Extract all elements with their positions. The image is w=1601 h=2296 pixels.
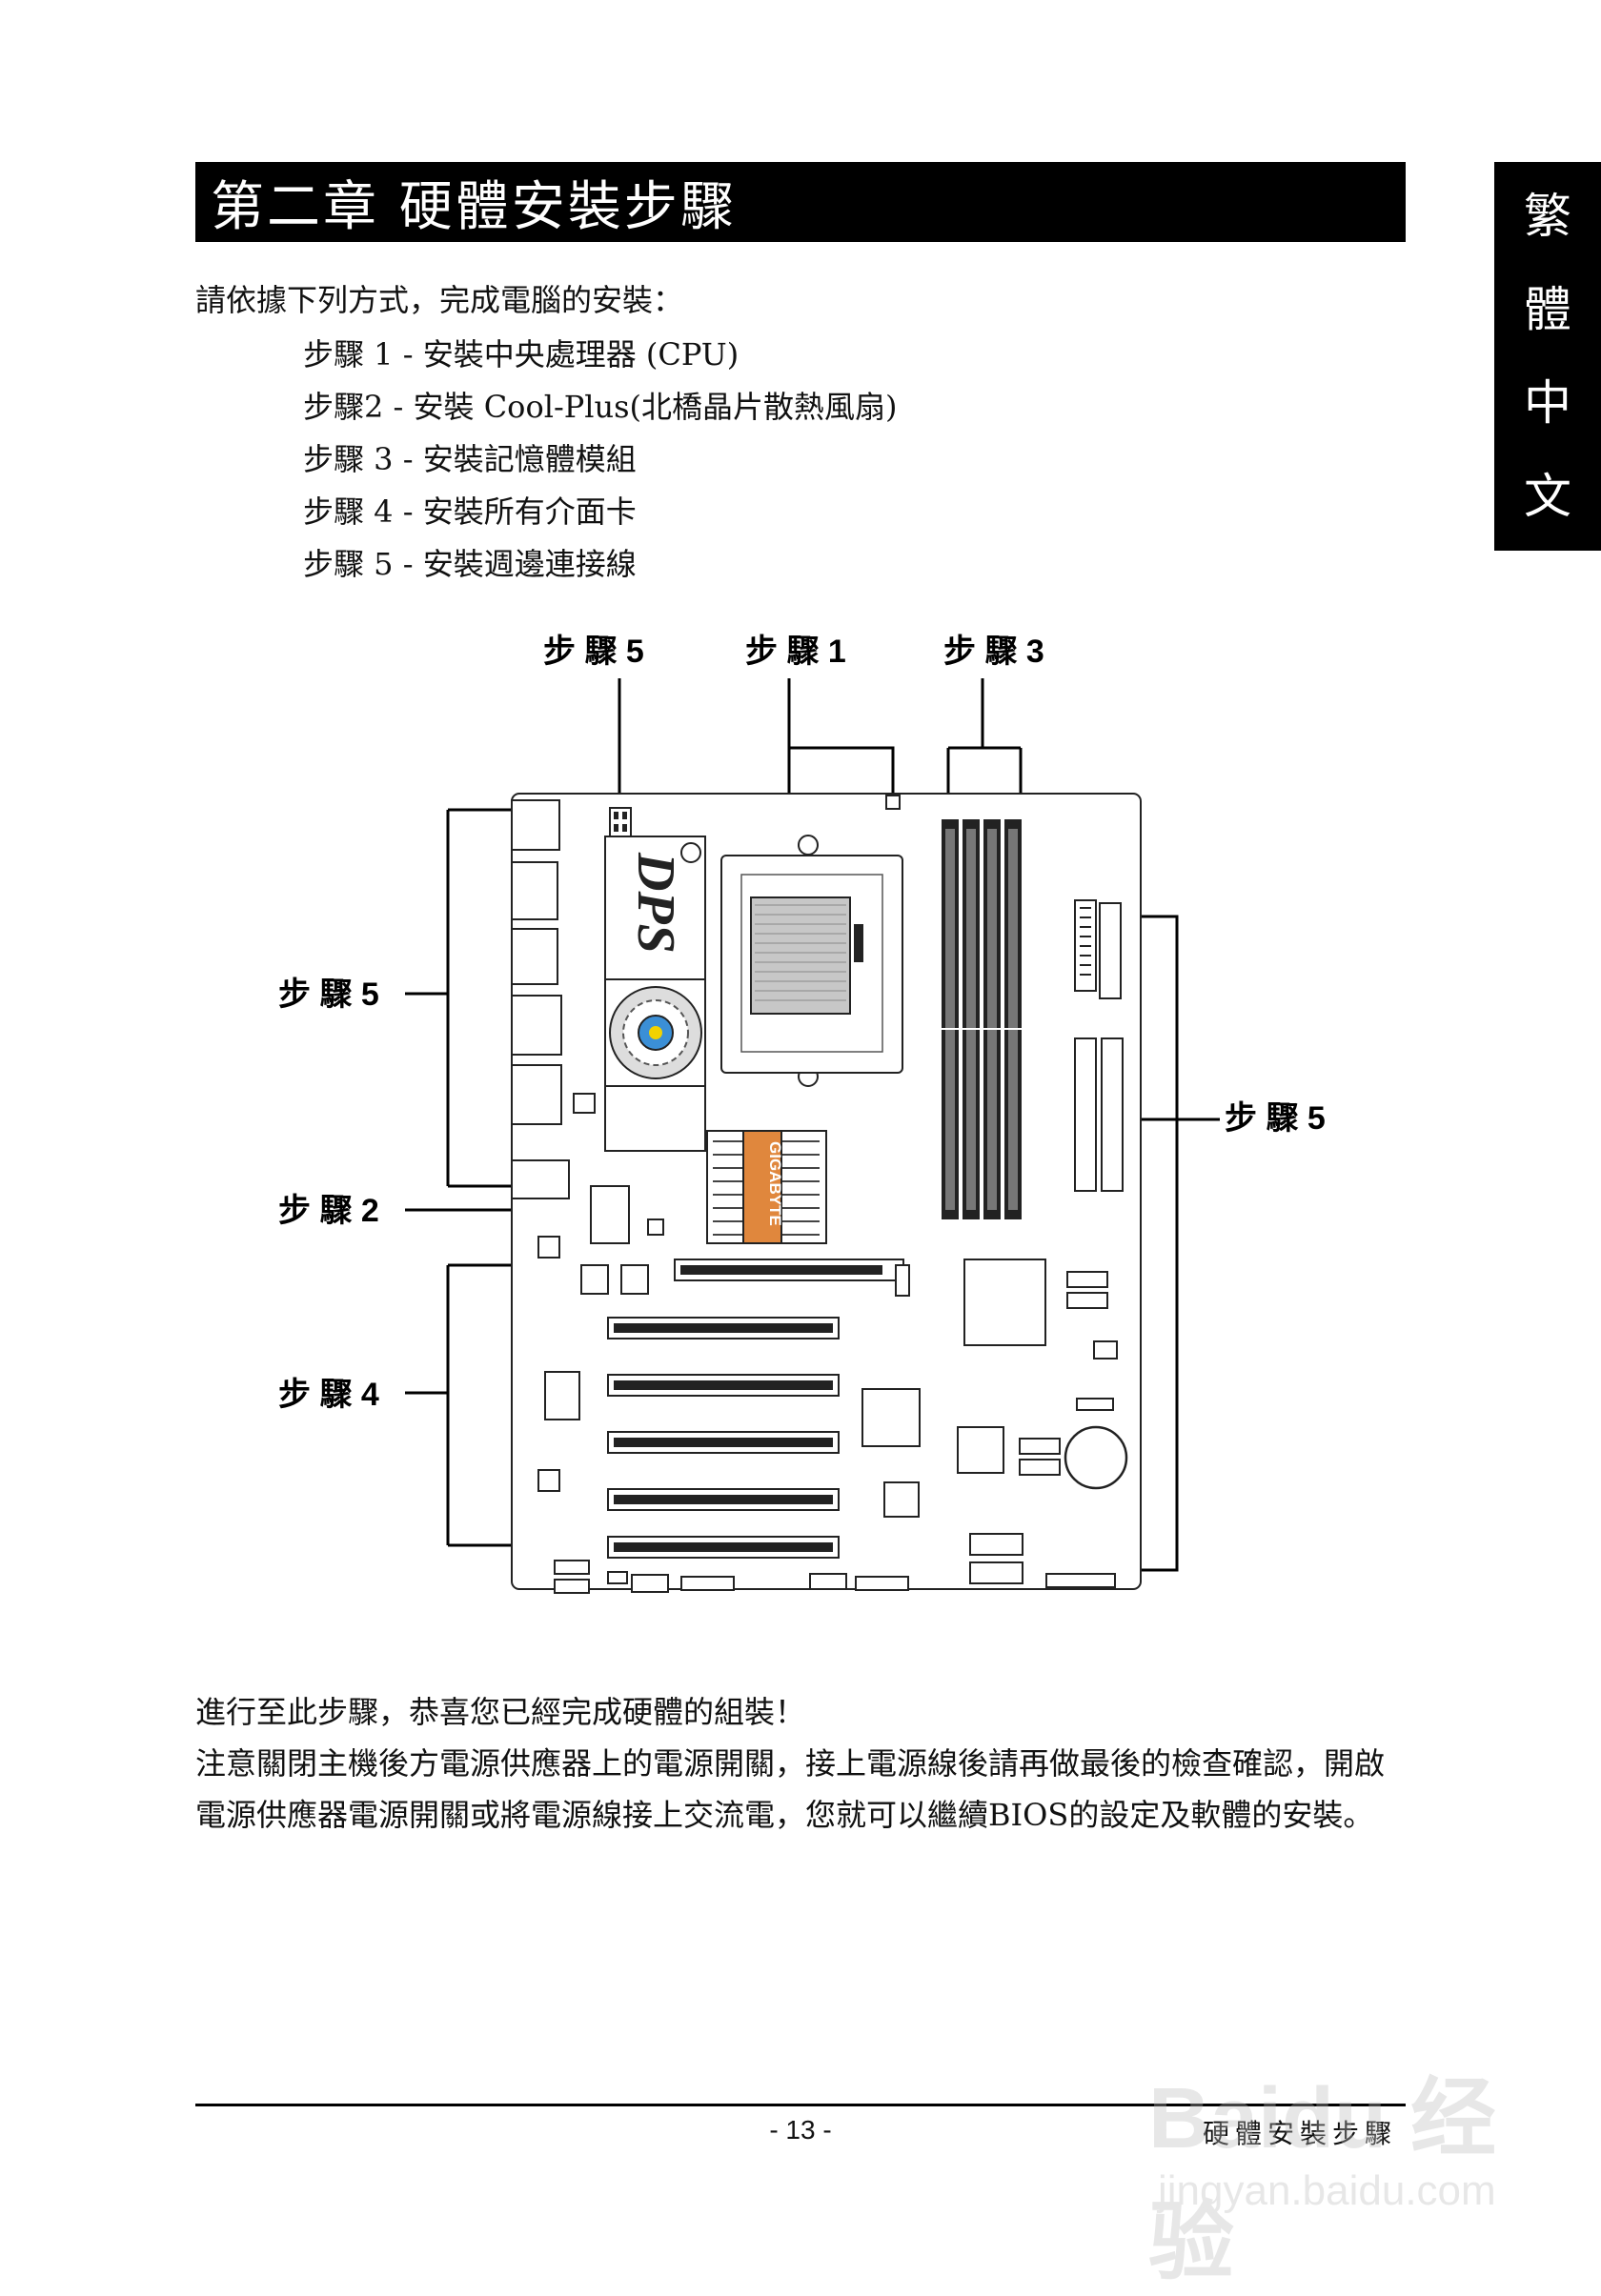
callout-top-step1: 步 驟 1 <box>745 634 846 670</box>
power-instructions: 注意關閉主機後方電源供應器上的電源開關，接上電源線後請再做最後的檢查確認，開啟電… <box>195 1745 1386 1833</box>
io-panel <box>511 799 570 1199</box>
callout-left-step5: 步 驟 5 <box>278 977 379 1013</box>
completion-notes: 進行至此步驟，恭喜您已經完成硬體的組裝！ 注意關閉主機後方電源供應器上的電源開關… <box>195 1686 1406 1841</box>
cpu-socket <box>680 835 903 1087</box>
page-number: - 13 - <box>769 2115 832 2145</box>
language-side-tab: 繁 體 中 文 <box>1494 162 1601 551</box>
chapter-title: 第二章 硬體安裝步驟 <box>211 175 737 238</box>
dps-fan <box>604 978 706 1087</box>
fan-header <box>885 795 901 810</box>
callout-right-step5: 步 驟 5 <box>1225 1100 1326 1137</box>
callout-top-step3: 步 驟 3 <box>943 634 1044 670</box>
watermark-main: Baidu 经验 <box>1148 2071 1497 2290</box>
side-tab-char: 繁 <box>1524 189 1571 244</box>
intro-text: 請依據下列方式，完成電腦的安裝： <box>195 282 684 318</box>
footer-section-title: 硬體安裝步驟 <box>1203 2118 1398 2149</box>
bios-battery <box>1064 1425 1128 1490</box>
pci-slots <box>607 1317 840 1559</box>
step-item: 步驟 5 - 安裝週邊連接線 <box>303 546 637 582</box>
side-tab-char: 中 <box>1524 375 1571 431</box>
step-item: 步驟 3 - 安裝記憶體模組 <box>303 441 637 477</box>
callout-top-step5: 步 驟 5 <box>543 634 644 670</box>
step-list: 步驟 1 - 安裝中央處理器 (CPU) 步驟2 - 安裝 Cool-Plus(… <box>303 329 898 591</box>
northbridge-cooler: GIGABYTE <box>706 1130 827 1244</box>
chapter-header: 第二章 硬體安裝步驟 <box>195 162 1406 242</box>
side-tab-char: 文 <box>1524 469 1571 524</box>
chipset-label: GIGABYTE <box>766 1141 784 1226</box>
memory-slots <box>942 819 1022 1219</box>
cpu-power-connector <box>609 807 632 837</box>
ide-connectors <box>1074 1037 1124 1192</box>
callout-left-step2: 步 驟 2 <box>278 1193 379 1229</box>
step-item: 步驟2 - 安裝 Cool-Plus(北橋晶片散熱風扇) <box>303 389 898 425</box>
callout-left-step4: 步 驟 4 <box>278 1377 379 1413</box>
agp-slot <box>674 1259 910 1297</box>
atx-power-connector <box>1074 899 1122 999</box>
dps-label: DPS <box>626 852 685 954</box>
watermark-url: jingyan.baidu.com <box>1158 2167 1496 2214</box>
sata-connectors <box>1019 1271 1108 1476</box>
bottom-headers <box>554 1533 1116 1594</box>
board-components <box>537 1093 1118 1518</box>
completion-line: 進行至此步驟，恭喜您已經完成硬體的組裝！ <box>195 1694 806 1730</box>
step-item: 步驟 1 - 安裝中央處理器 (CPU) <box>303 336 740 373</box>
side-tab-char: 體 <box>1524 282 1571 337</box>
footer-rule <box>195 2104 1406 2106</box>
motherboard-diagram: 步 驟 5 步 驟 1 步 驟 3 步 驟 5 步 驟 2 步 驟 4 步 驟 … <box>278 634 1326 1594</box>
baidu-watermark: Baidu 经验 jingyan.baidu.com <box>1129 2048 1530 2290</box>
step-item: 步驟 4 - 安裝所有介面卡 <box>303 493 637 530</box>
